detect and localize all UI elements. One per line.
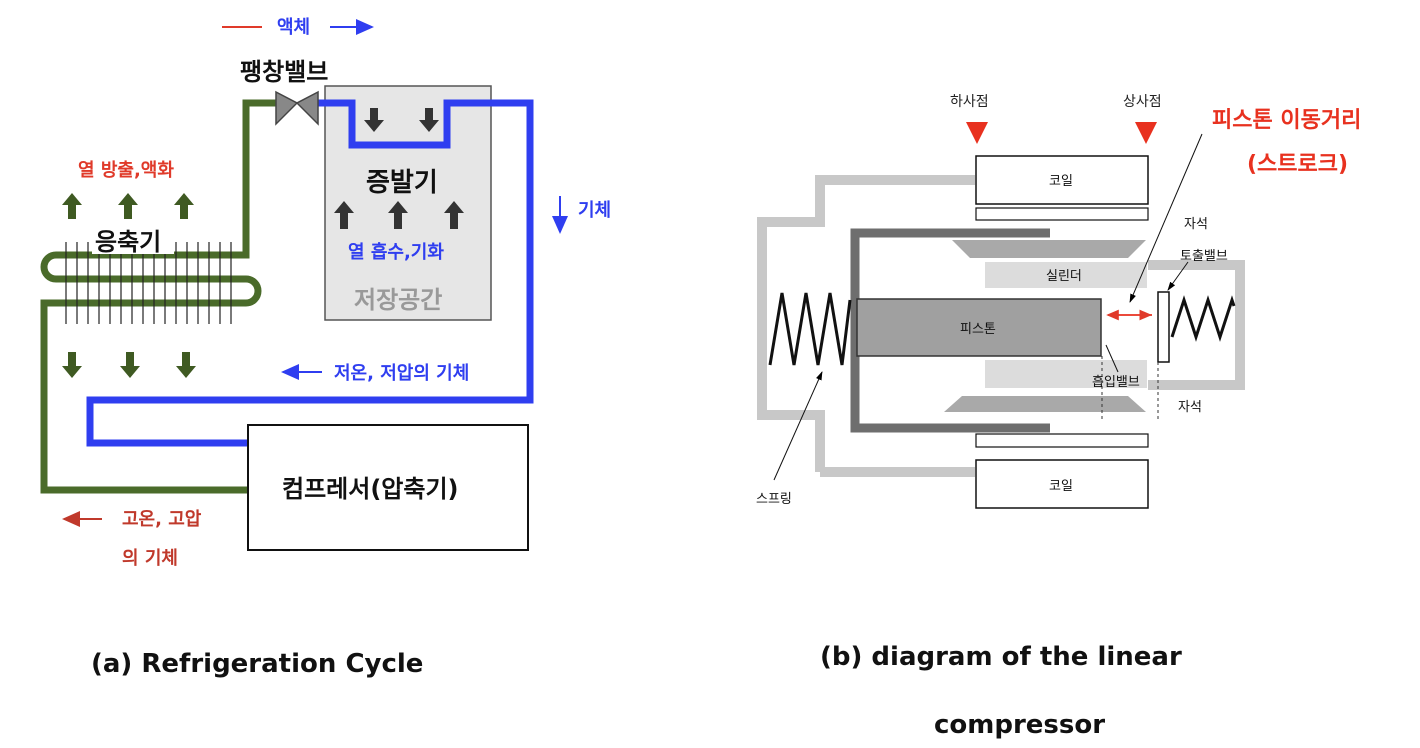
- heat-release-label: 열 방출,액화: [78, 160, 174, 181]
- right-spring: [1170, 295, 1236, 342]
- suction-valve-label: 흡입밸브: [1092, 375, 1140, 390]
- left-spring: [768, 292, 852, 366]
- discharge-valve-leader: [1167, 261, 1189, 291]
- up-arrow-icon: [388, 201, 408, 229]
- magnet-top: [952, 240, 1146, 258]
- coil-bottom-box: [975, 459, 1149, 509]
- storage-label: 저장공간: [354, 286, 442, 314]
- panel-b-linear-compressor: 하사점 상사점 피스톤 이동거리 (스트로크) 코일 자석 실린더 자석 코일: [756, 94, 1361, 740]
- tdc-marker-icon: [1135, 122, 1157, 144]
- down-arrow-icon: [419, 108, 439, 132]
- condenser-fins: [65, 242, 232, 324]
- down-arrow-icon: [176, 352, 196, 378]
- gas-pipe: [86, 99, 534, 447]
- up-arrow-icon: [174, 193, 194, 219]
- down-arrow-icon: [364, 108, 384, 132]
- magnet-bottom-label: 자석: [1178, 400, 1202, 415]
- cylinder-label: 실린더: [1046, 269, 1082, 284]
- coil-top-box: [975, 155, 1149, 205]
- panel-a-refrigeration-cycle: 액체 팽창밸브 증발기 열 흡수,기화 저장공간 기체: [40, 17, 611, 679]
- up-arrow-icon: [62, 193, 82, 219]
- spring-label: 스프링: [756, 492, 792, 507]
- low-gas-label: 저온, 저압의 기체: [334, 363, 469, 384]
- liquid-pipe: [40, 99, 276, 494]
- tdc-label: 상사점: [1123, 94, 1162, 110]
- coil-top-label: 코일: [1049, 174, 1073, 189]
- evaporator-up-arrows: [334, 201, 464, 229]
- cylinder-top: [985, 262, 1147, 288]
- outer-frame-left: [757, 175, 975, 472]
- expansion-valve-label: 팽창밸브: [240, 58, 328, 86]
- stroke-label-2: (스트로크): [1247, 152, 1348, 177]
- stroke-label-1: 피스톤 이동거리: [1212, 108, 1361, 133]
- compressor-label: 컴프레서(압축기): [282, 475, 459, 503]
- magnet-bottom: [944, 396, 1146, 412]
- discharge-valve-label: 토출밸브: [1180, 249, 1228, 264]
- magnet-bottom-bar: [975, 433, 1149, 448]
- cylinder-bottom: [985, 360, 1147, 388]
- piston-label: 피스톤: [960, 322, 996, 337]
- heat-absorb-label: 열 흡수,기화: [348, 241, 444, 263]
- stroke-leader-line: [1129, 133, 1203, 303]
- bdc-marker-icon: [966, 122, 988, 144]
- high-gas-label-2: 의 기체: [122, 548, 178, 569]
- outer-frame-right: [1148, 260, 1245, 390]
- magnet-top-bar: [975, 207, 1149, 221]
- legend-liquid-label: 액체: [277, 17, 310, 38]
- piston-bracket: [850, 228, 1050, 433]
- condenser-label-bg: [92, 224, 174, 254]
- spring-leader-line: [773, 371, 823, 481]
- compressor-box: [247, 424, 529, 551]
- piston: [856, 298, 1102, 357]
- magnet-top-label: 자석: [1184, 217, 1208, 232]
- evaporator-label: 증발기: [366, 168, 438, 198]
- high-gas-label-1: 고온, 고압: [122, 509, 202, 530]
- caption-a: (a) Refrigeration Cycle: [91, 649, 423, 679]
- caption-b-line-2: compressor: [934, 710, 1105, 740]
- condenser-label: 응축기: [95, 228, 161, 256]
- evaporator-down-arrows: [364, 108, 439, 132]
- down-arrow-icon: [120, 352, 140, 378]
- discharge-valve-plate: [1157, 291, 1170, 363]
- coil-bottom-label: 코일: [1049, 479, 1073, 494]
- up-arrow-icon: [118, 193, 138, 219]
- caption-b-line-1: (b) diagram of the linear: [820, 642, 1182, 672]
- expansion-valve-right: [295, 90, 319, 126]
- suction-valve-leader: [1105, 344, 1119, 373]
- condenser-down-arrows: [62, 352, 196, 378]
- condenser-up-arrows: [62, 193, 194, 219]
- up-arrow-icon: [334, 201, 354, 229]
- expansion-valve-left: [275, 90, 299, 126]
- down-arrow-icon: [62, 352, 82, 378]
- up-arrow-icon: [444, 201, 464, 229]
- gas-label: 기체: [578, 200, 611, 221]
- bdc-label: 하사점: [950, 94, 989, 110]
